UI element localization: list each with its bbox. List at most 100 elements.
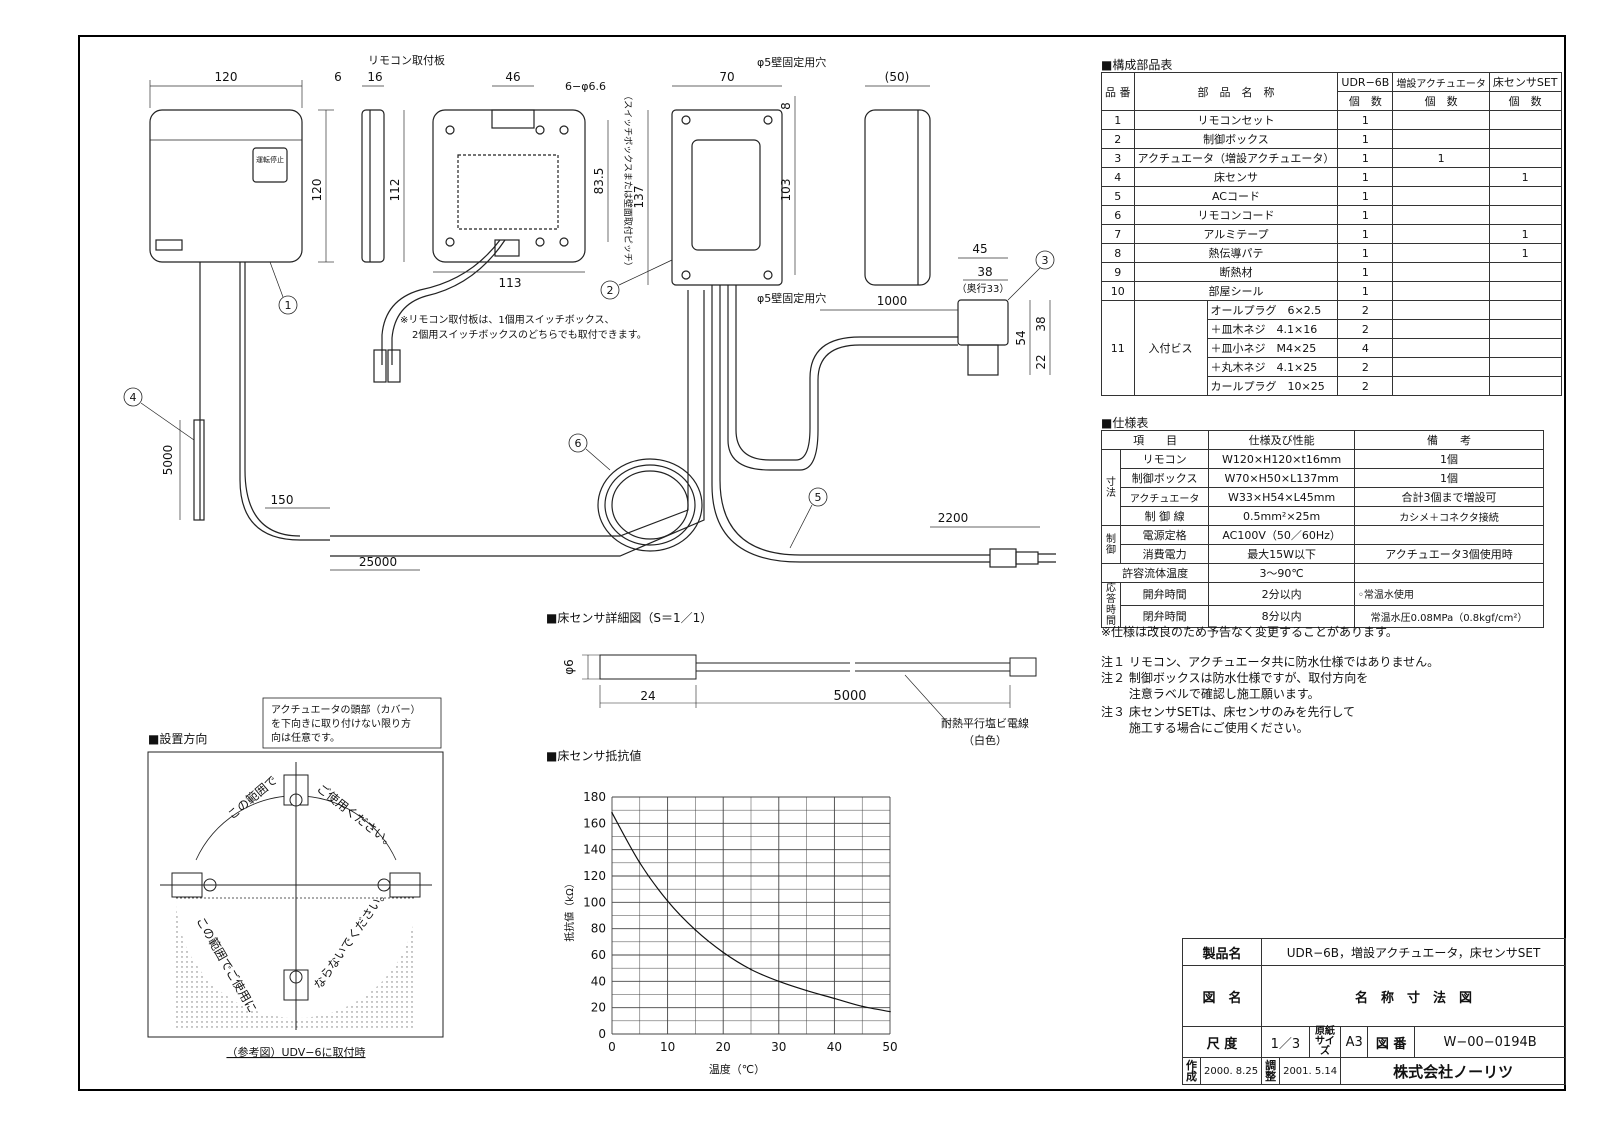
parts-cell-actuator — [1392, 205, 1490, 225]
parts-cell-name: ACコード — [1133, 186, 1339, 206]
made-date: 2000. 8.25 — [1204, 1065, 1259, 1077]
remote-mount-plate — [432, 109, 586, 263]
parts-header-qty-2: 個 数 — [1392, 91, 1490, 111]
callout-1: 1 — [285, 299, 292, 312]
parts-table: 品 番 部 品 名 称 UDR−6B 増設アクチュエータ 床センサSET 個 数… — [1101, 72, 1562, 396]
remote-front — [149, 109, 303, 263]
chart-heading: ■床センサ抵抗値 — [546, 748, 641, 763]
parts-cell-name: リモコンコード — [1133, 205, 1339, 225]
dim-1000: 1000 — [877, 294, 908, 308]
chart-y-tick: 160 — [583, 816, 606, 830]
install-note-3: 向は任意です。 — [271, 731, 340, 744]
dim-83-5: 83.5 — [592, 168, 606, 195]
scale-value: 1／3 — [1261, 1026, 1310, 1058]
spec-power-label: 消費電力 — [1119, 544, 1210, 564]
spec-header-item: 項 目 — [1100, 430, 1210, 450]
paper-size-label: 原紙サイズ — [1308, 1026, 1342, 1058]
parts-cell-sensor — [1488, 281, 1562, 301]
parts-cell-actuator — [1392, 129, 1490, 149]
parts-cell-no: 5 — [1101, 186, 1135, 206]
parts-cell-actuator — [1392, 357, 1490, 377]
parts-header-qty-3: 個 数 — [1488, 91, 1562, 111]
parts-cell-sensor — [1488, 319, 1562, 339]
chart-point — [889, 1010, 891, 1013]
parts-screw-group-cell: 入付ビスオールプラグ 6×2.5＋皿木ネジ 4.1×16＋皿小ネジ M4×25＋… — [1133, 300, 1339, 396]
spec-group-resp: 応答時間 — [1101, 582, 1121, 628]
dim-6: 6 — [334, 70, 342, 84]
spec-close-spec: 8分以内 — [1208, 604, 1355, 628]
install-caption: （参考図）UDV−6に取付時 — [226, 1045, 365, 1059]
parts-header-qty-1: 個 数 — [1337, 91, 1394, 111]
dim-16: 16 — [367, 70, 382, 84]
dim-45: 45 — [972, 242, 987, 256]
spec-wire-spec: 0.5mm²×25m — [1208, 506, 1355, 526]
dim-50: (50) — [885, 70, 910, 84]
spec-header-remark: 備 考 — [1354, 430, 1544, 450]
dim-150: 150 — [271, 493, 294, 507]
dim-remote-width: 120 — [215, 70, 238, 84]
actuator — [957, 299, 1009, 346]
pitch-label: （スイッチボックスまたは壁面取付ピッチ） — [622, 91, 634, 271]
spec-header-spec: 仕様及び性能 — [1208, 430, 1355, 450]
parts-cell-no: 3 — [1101, 148, 1135, 168]
spec-voltage-spec: AC100V（50／60Hz） — [1208, 525, 1355, 545]
spec-open-remark: ◦常温水使用 — [1354, 582, 1544, 606]
parts-cell-sensor — [1488, 148, 1562, 168]
parts-cell-no: 11 — [1101, 300, 1135, 396]
chart-x-tick: 0 — [608, 1040, 616, 1054]
parts-cell-sensor — [1488, 376, 1562, 396]
parts-cell-udr: 1 — [1337, 148, 1394, 168]
parts-cell-sensor — [1488, 338, 1562, 358]
remote-cord-coil — [604, 464, 696, 546]
parts-cell-no: 1 — [1101, 110, 1135, 130]
parts-cell-udr: 2 — [1337, 357, 1394, 377]
parts-cell-no: 7 — [1101, 224, 1135, 244]
drawing-name: 名 称 寸 法 図 — [1261, 965, 1566, 1027]
spec-table: 項 目 仕様及び性能 備 考 寸法 リモコン W120×H120×t16mm 1… — [1100, 430, 1544, 628]
parts-cell-udr: 1 — [1337, 243, 1394, 263]
parts-cell-actuator — [1392, 167, 1490, 187]
check-date: 2001. 5.14 — [1283, 1065, 1338, 1077]
parts-cell-udr: 2 — [1337, 376, 1394, 396]
parts-cell-no: 9 — [1101, 262, 1135, 282]
mount-note-2: 2個用スイッチボックスのどちらでも取付できます。 — [412, 328, 647, 341]
chart-point — [666, 900, 669, 902]
parts-cell-udr: 1 — [1337, 224, 1394, 244]
parts-cell-name: 床センサ — [1133, 167, 1339, 187]
depth-label: （奥行33） — [957, 282, 1010, 295]
sensor-probe — [599, 654, 697, 680]
spec-group-size: 寸法 — [1101, 449, 1121, 526]
actuator-cable — [727, 285, 958, 471]
install-direction: ■設置方向 アクチュエータの頭部（カバー） を下向きに取り付けない限り方 向は任… — [147, 697, 444, 1059]
control-box-side — [864, 109, 931, 286]
parts-cell-actuator — [1392, 338, 1490, 358]
company-name: 株式会社ノーリツ — [1340, 1057, 1566, 1085]
parts-cell-no: 2 — [1101, 129, 1135, 149]
spec-temp-remark — [1354, 563, 1544, 583]
parts-cell-name: 熱伝導パテ — [1133, 243, 1339, 263]
parts-cell-sensor — [1488, 129, 1562, 149]
drawing-number: W−00−0194B — [1414, 1026, 1566, 1058]
ng-region — [176, 898, 416, 1030]
callout-5: 5 — [815, 491, 822, 504]
spec-voltage-remark — [1354, 525, 1544, 545]
spec-box-spec: W70×H50×L137mm — [1208, 468, 1355, 488]
parts-cell-udr: 2 — [1337, 300, 1394, 320]
parts-cell-sensor — [1488, 262, 1562, 282]
dim-8: 8 — [779, 102, 793, 110]
chart-y-tick: 60 — [591, 948, 606, 962]
parts-cell-udr: 1 — [1337, 262, 1394, 282]
chart-x-tick: 40 — [827, 1040, 842, 1054]
parts-cell-no: 4 — [1101, 167, 1135, 187]
parts-cell-actuator: 1 — [1392, 148, 1490, 168]
parts-row-screw: 2 — [1102, 376, 1562, 396]
parts-cell-actuator — [1392, 376, 1490, 396]
dim-70: 70 — [719, 70, 734, 84]
